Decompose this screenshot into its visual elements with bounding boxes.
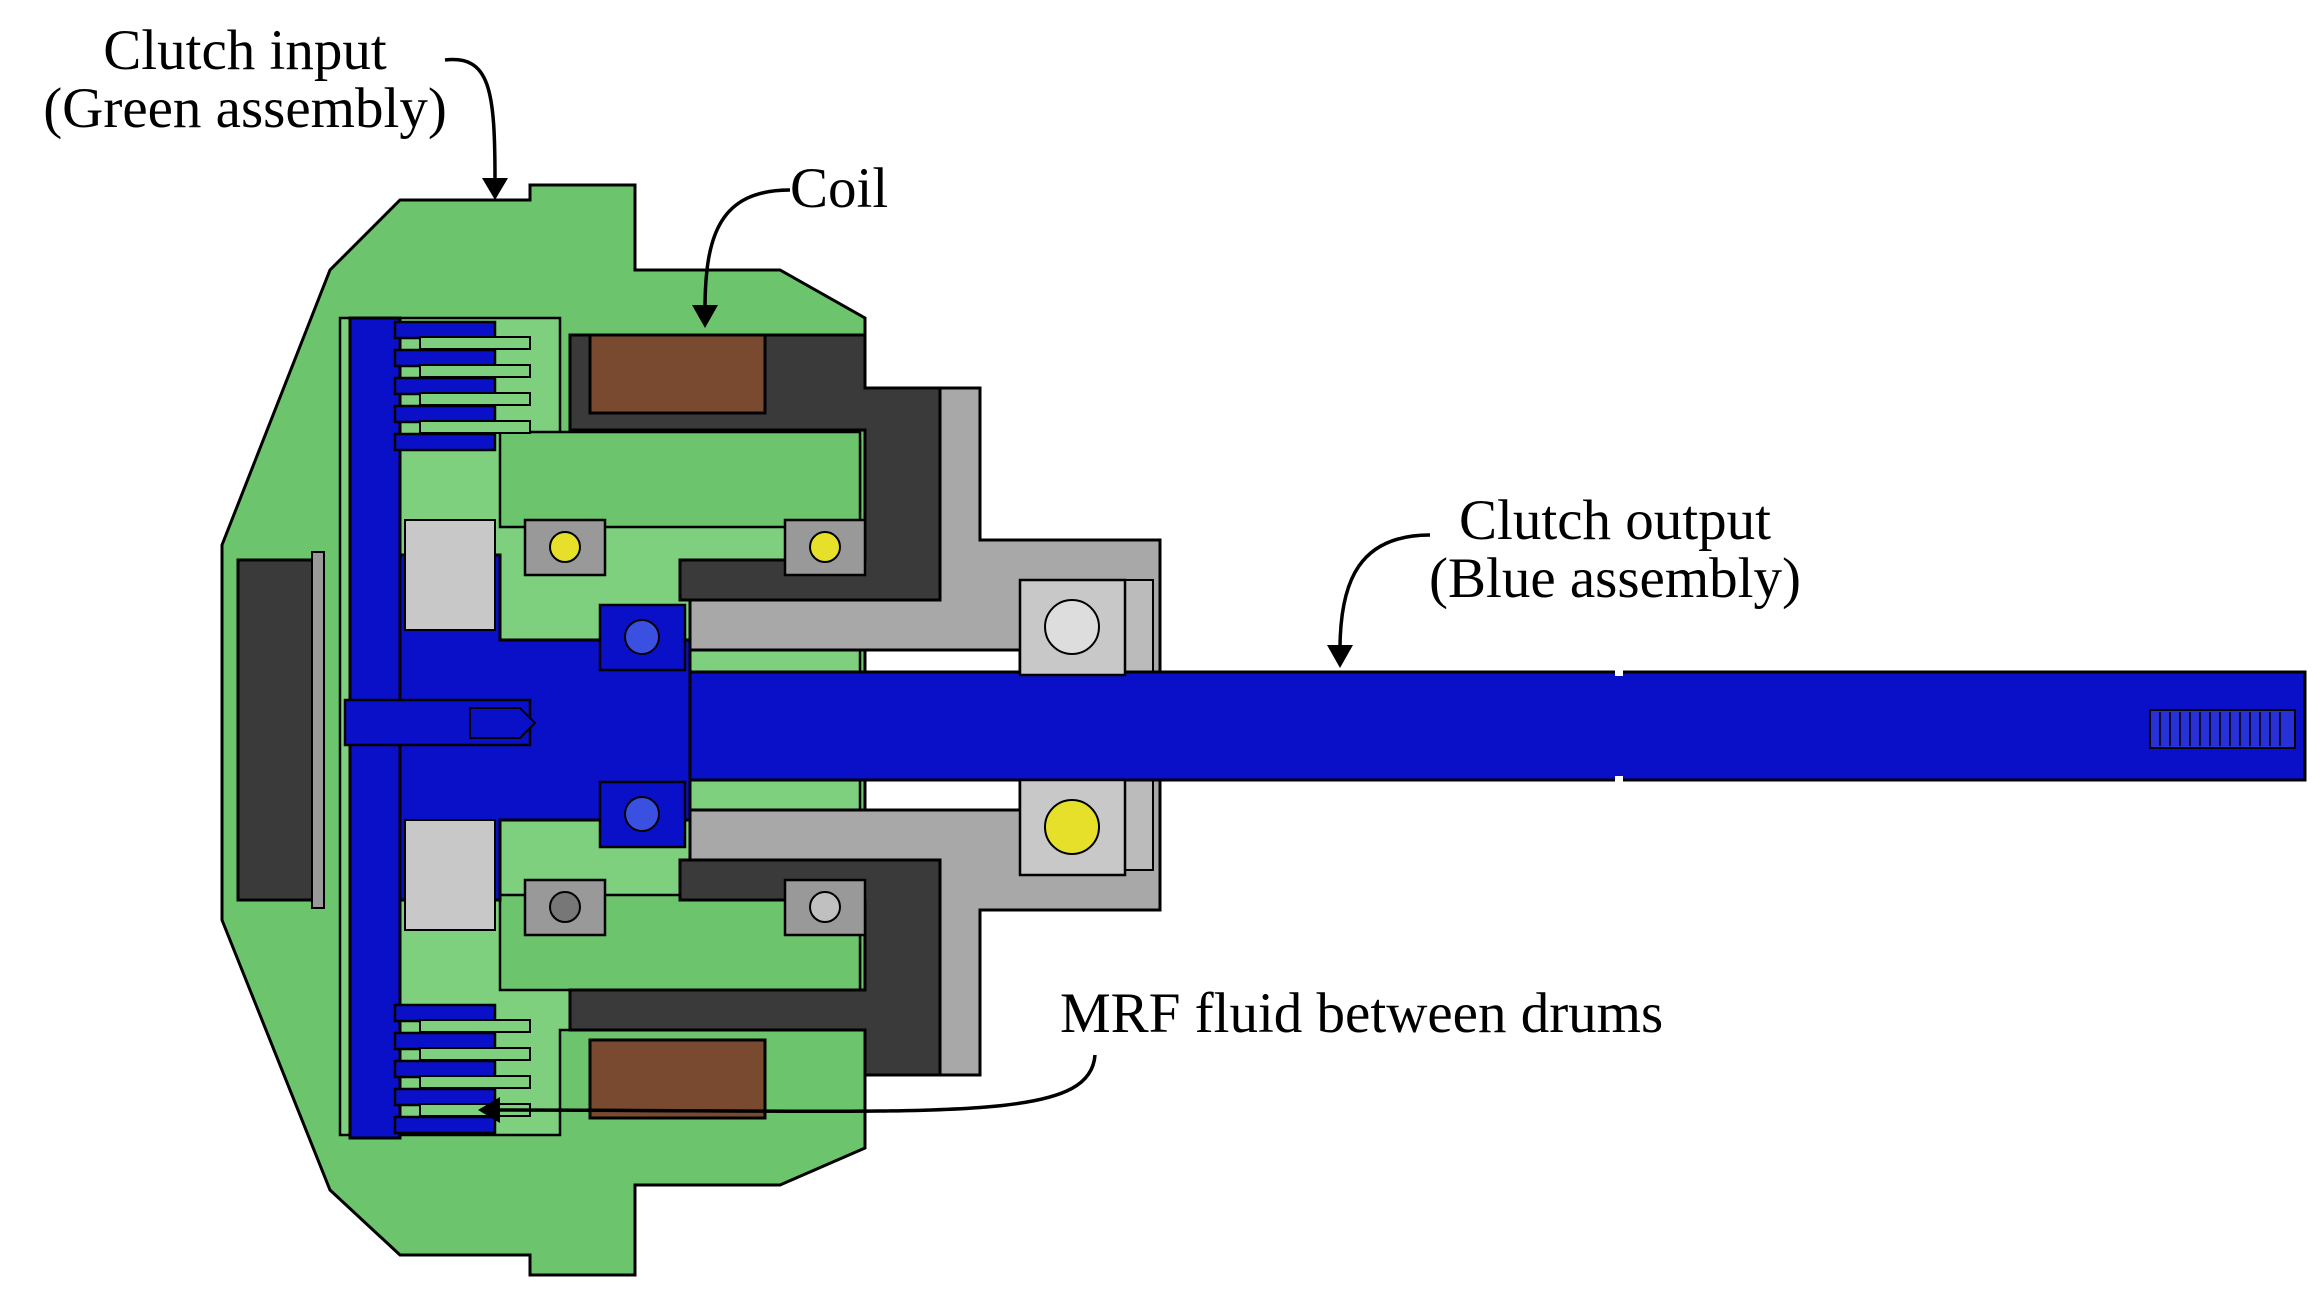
mrf-label: MRF fluid between drums bbox=[1060, 982, 1664, 1045]
coil-lower bbox=[588, 1038, 767, 1120]
bearing-hub-lower bbox=[598, 780, 687, 849]
output-shaft-notch-top bbox=[1615, 666, 1623, 676]
arrow-heads bbox=[478, 178, 1353, 1123]
shaft-thread-lines bbox=[2159, 712, 2281, 746]
bearing-lower-right bbox=[783, 878, 867, 937]
arrow-head-clutch-input bbox=[482, 178, 508, 200]
grey-end-plate-upper bbox=[1124, 579, 1154, 676]
arrow-head-clutch-output bbox=[1327, 645, 1353, 668]
grey-end-plate-lower bbox=[1124, 774, 1154, 871]
coil-label: Coil bbox=[790, 157, 889, 220]
bearing-hub-upper bbox=[598, 603, 687, 672]
arrow-head-mrf bbox=[478, 1097, 500, 1123]
grey-output-housing bbox=[688, 386, 1162, 1077]
arrow-mrf bbox=[494, 1054, 1097, 1114]
output-shaft-notch-bottom bbox=[1615, 776, 1623, 786]
bearing-output-lower bbox=[1018, 778, 1127, 877]
left-thin-plate bbox=[311, 551, 325, 909]
clutch-output-label: Clutch output (Blue assembly) bbox=[1395, 492, 1835, 608]
arrow-clutch-input bbox=[444, 57, 497, 181]
coil-upper bbox=[588, 333, 767, 415]
shaft-thread bbox=[2149, 709, 2296, 749]
grey-block-upper bbox=[404, 519, 496, 631]
grey-block-lower bbox=[404, 819, 496, 931]
arrow-head-coil bbox=[692, 305, 718, 328]
green-drum-fingers-upper bbox=[419, 336, 531, 434]
clutch-input-label-line1: Clutch input bbox=[103, 19, 387, 82]
green-hub bbox=[498, 430, 862, 529]
dark-stator-lower bbox=[568, 858, 942, 1077]
bearing-output-upper bbox=[1018, 578, 1127, 677]
clutch-input-label-line2: (Green assembly) bbox=[43, 77, 447, 140]
center-screw-tip bbox=[469, 707, 537, 739]
clutch-output-label-line2: (Blue assembly) bbox=[1428, 547, 1801, 610]
arrow-coil bbox=[703, 188, 791, 311]
bearing-upper-right bbox=[783, 518, 867, 577]
arrow-clutch-output bbox=[1338, 533, 1431, 651]
left-dark-plate bbox=[236, 558, 320, 902]
bearing-upper-left bbox=[523, 518, 607, 577]
bearing-lower-left bbox=[523, 878, 607, 937]
clutch-output-label-line1: Clutch output bbox=[1459, 489, 1771, 552]
clutch-input-label: Clutch input (Green assembly) bbox=[15, 22, 475, 138]
green-drum-fingers-lower bbox=[419, 1019, 531, 1117]
annotation-arrows bbox=[444, 57, 1431, 1114]
